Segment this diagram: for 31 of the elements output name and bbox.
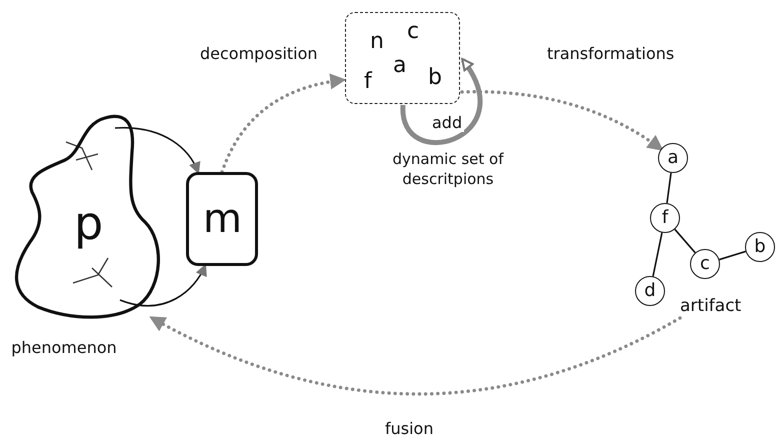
caption-label: phenomenon: [10, 337, 118, 359]
node-circle: [658, 143, 688, 173]
loop-arrow: [400, 58, 482, 145]
letter-label: n: [370, 31, 384, 53]
edge-label: add: [430, 114, 464, 132]
node-circle: [745, 232, 775, 262]
arrow: [460, 90, 664, 151]
node-circle: [650, 203, 680, 233]
connector-line: [652, 232, 663, 276]
letter-label: f: [364, 71, 372, 93]
node-label: f: [660, 209, 670, 227]
letter-label: c: [407, 21, 420, 43]
letter-label: a: [393, 55, 406, 77]
caption-label: artifact: [680, 298, 742, 315]
node-circle: [635, 276, 665, 306]
caption-label: dynamic set of descritpions: [391, 149, 505, 190]
connector-line: [666, 172, 672, 204]
node-circle: [690, 249, 720, 279]
letter-label: m: [203, 199, 242, 239]
arrow: [114, 127, 200, 174]
node-label: a: [666, 149, 680, 167]
connector-line: [719, 250, 746, 260]
arrow: [120, 264, 206, 306]
node-label: c: [699, 255, 711, 273]
node-label: d: [643, 282, 657, 300]
letter-label: b: [428, 67, 442, 89]
connector-line: [674, 228, 696, 254]
arrow: [149, 316, 682, 396]
arrow: [220, 74, 346, 174]
model-box: [186, 172, 258, 266]
node-label: b: [753, 238, 767, 256]
